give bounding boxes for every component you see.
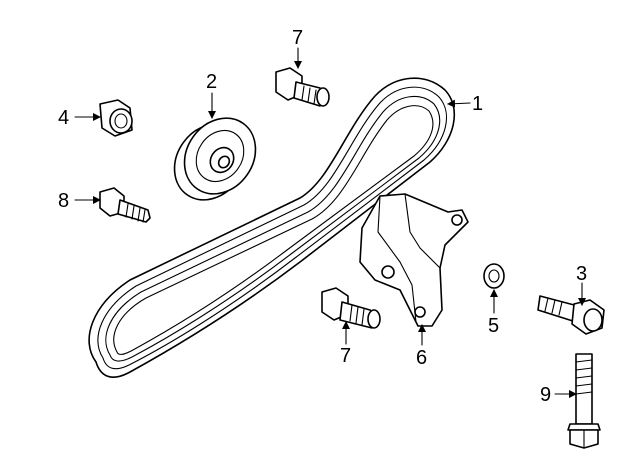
leader-lines [74,47,586,398]
bolt-part-8 [99,187,151,223]
callout-4: 4 [58,107,69,129]
callout-7-top: 7 [292,27,303,49]
callout-2: 2 [206,71,217,93]
callout-labels: 1 2 3 4 5 6 7 7 8 9 [58,27,587,406]
callout-5: 5 [488,315,499,337]
nut-part-4 [99,99,133,137]
washer-part-5 [483,263,505,289]
callout-1: 1 [472,93,483,115]
long-bolt-part-9 [567,353,601,449]
callout-3: 3 [576,263,587,285]
callout-9: 9 [540,384,551,406]
callout-7-bottom: 7 [340,345,351,367]
stud-bolt-part-7-bottom [321,287,381,329]
bolt-part-3 [537,295,605,335]
callout-6: 6 [416,347,427,369]
idler-pulley-part-2 [173,117,257,201]
bracket-part-6 [359,193,469,327]
callout-8: 8 [58,190,69,212]
stud-bolt-part-7-top [275,67,330,107]
belt-part-1 [88,77,456,378]
